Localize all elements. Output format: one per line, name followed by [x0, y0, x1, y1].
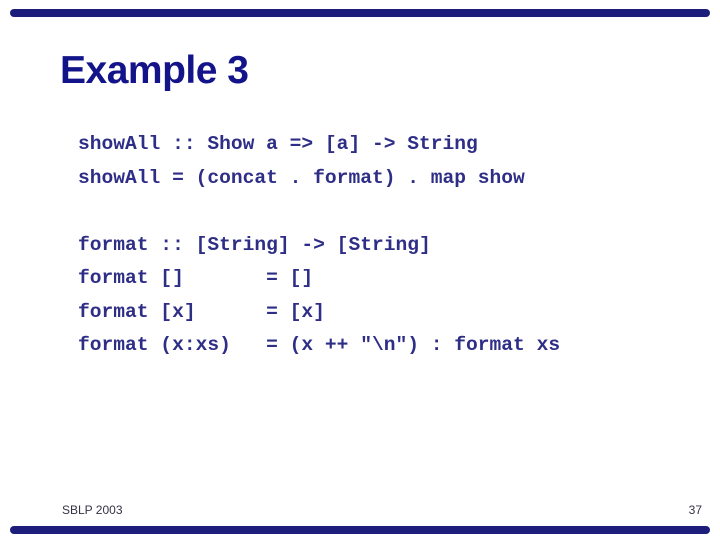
code-block: showAll :: Show a => [a] -> String showA… [78, 133, 561, 356]
footer-conference-label: SBLP 2003 [62, 503, 123, 517]
page-number: 37 [688, 503, 702, 517]
bottom-decor-bar [10, 526, 710, 534]
slide-title: Example 3 [60, 49, 249, 92]
top-decor-bar [10, 9, 710, 17]
